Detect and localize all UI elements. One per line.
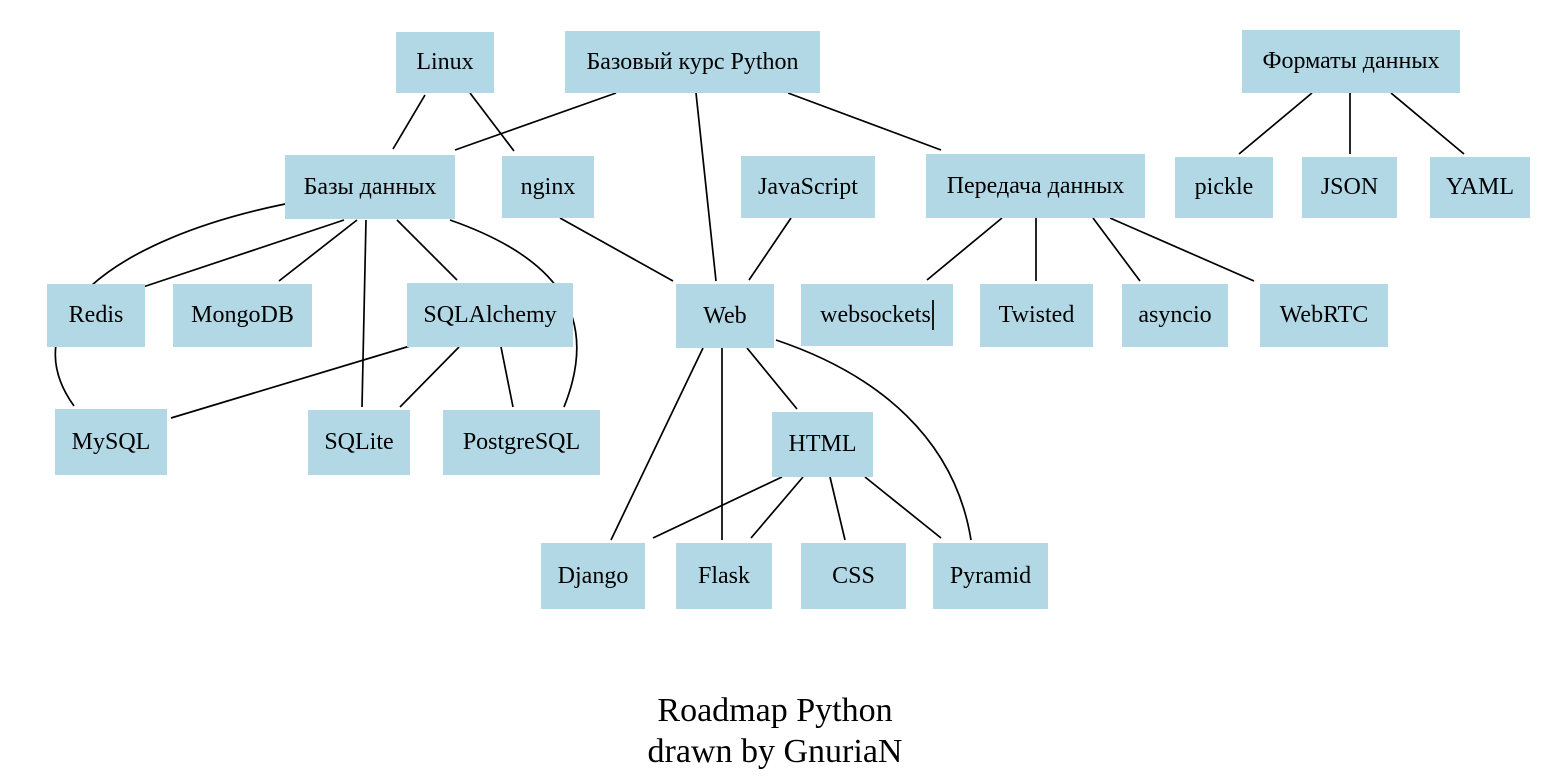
node-label-json: JSON bbox=[1320, 174, 1379, 200]
edge-sqlalchemy-mysql bbox=[170, 345, 411, 419]
edge-nginx-web bbox=[559, 217, 674, 282]
edge-databases-sqlalchemy bbox=[396, 219, 458, 281]
node-label-python-course: Базовый курс Python bbox=[586, 48, 799, 75]
edge-data-formats-yaml bbox=[1390, 92, 1465, 155]
node-nginx[interactable]: nginx bbox=[502, 156, 594, 218]
caption-author: drawn by GnuriaN bbox=[647, 733, 903, 770]
node-label-postgresql: PostgreSQL bbox=[462, 429, 581, 455]
node-css[interactable]: CSS bbox=[801, 543, 906, 609]
edge-data-transfer-webrtc bbox=[1109, 217, 1255, 282]
node-html[interactable]: HTML bbox=[772, 412, 873, 477]
node-label-nginx: nginx bbox=[520, 173, 576, 200]
node-label-web: Web bbox=[703, 302, 747, 329]
node-yaml[interactable]: YAML bbox=[1430, 157, 1530, 218]
edge-data-formats-pickle bbox=[1238, 92, 1313, 155]
edge-databases-mongodb bbox=[278, 219, 358, 282]
node-label-django: Django bbox=[557, 562, 629, 589]
edge-sqlalchemy-postgresql bbox=[500, 346, 514, 408]
edge-javascript-web bbox=[748, 217, 792, 281]
node-postgresql[interactable]: PostgreSQL bbox=[443, 410, 600, 475]
node-javascript[interactable]: JavaScript bbox=[741, 156, 875, 218]
node-label-redis: Redis bbox=[68, 302, 124, 328]
node-twisted[interactable]: Twisted bbox=[980, 284, 1093, 347]
edge-web-pyramid bbox=[775, 339, 972, 541]
node-sqlite[interactable]: SQLite bbox=[308, 410, 410, 475]
node-webrtc[interactable]: WebRTC bbox=[1260, 284, 1388, 347]
node-label-sqlalchemy: SQLAlchemy bbox=[423, 301, 557, 328]
caption: Roadmap Python drawn by GnuriaN bbox=[500, 690, 1050, 772]
node-label-pickle: pickle bbox=[1194, 174, 1254, 200]
edge-html-css bbox=[829, 476, 846, 541]
node-pyramid[interactable]: Pyramid bbox=[933, 543, 1048, 609]
node-label-data-formats: Форматы данных bbox=[1262, 48, 1440, 74]
node-mongodb[interactable]: MongoDB bbox=[173, 284, 312, 347]
node-mysql[interactable]: MySQL bbox=[55, 409, 167, 475]
text-cursor bbox=[931, 300, 934, 330]
edge-data-transfer-asyncio bbox=[1092, 217, 1141, 282]
node-web[interactable]: Web bbox=[676, 284, 774, 348]
edge-html-django bbox=[652, 476, 783, 539]
node-sqlalchemy[interactable]: SQLAlchemy bbox=[407, 283, 573, 347]
edge-html-pyramid bbox=[864, 476, 942, 539]
node-json[interactable]: JSON bbox=[1302, 157, 1397, 218]
node-linux[interactable]: Linux bbox=[396, 32, 494, 93]
edge-linux-databases bbox=[392, 94, 426, 150]
node-label-sqlite: SQLite bbox=[324, 429, 394, 455]
node-python-course[interactable]: Базовый курс Python bbox=[565, 31, 820, 93]
edge-html-flask bbox=[750, 476, 804, 539]
node-label-websockets: websockets bbox=[820, 301, 931, 328]
node-label-mysql: MySQL bbox=[71, 428, 151, 455]
node-label-webrtc: WebRTC bbox=[1279, 302, 1369, 328]
node-websockets[interactable]: websockets bbox=[801, 284, 953, 346]
edge-data-transfer-websockets bbox=[926, 217, 1003, 281]
node-pickle[interactable]: pickle bbox=[1175, 157, 1273, 218]
caption-title: Roadmap Python bbox=[657, 692, 893, 729]
node-label-javascript: JavaScript bbox=[758, 173, 858, 200]
edge-web-django bbox=[610, 347, 704, 541]
node-label-flask: Flask bbox=[697, 562, 750, 589]
node-label-css: CSS bbox=[832, 562, 875, 589]
edge-linux-nginx bbox=[469, 92, 515, 152]
node-data-transfer[interactable]: Передача данных bbox=[926, 154, 1145, 218]
node-asyncio[interactable]: asyncio bbox=[1122, 284, 1228, 347]
node-label-linux: Linux bbox=[416, 49, 474, 75]
node-data-formats[interactable]: Форматы данных bbox=[1242, 30, 1460, 93]
node-label-mongodb: MongoDB bbox=[191, 302, 294, 328]
edge-sqlalchemy-sqlite bbox=[399, 346, 460, 408]
node-redis[interactable]: Redis bbox=[47, 284, 145, 347]
node-label-html: HTML bbox=[788, 431, 857, 457]
node-flask[interactable]: Flask bbox=[676, 543, 772, 609]
edge-databases-redis bbox=[139, 219, 345, 289]
edge-python-course-data-transfer bbox=[787, 92, 942, 151]
node-label-yaml: YAML bbox=[1445, 174, 1514, 200]
node-django[interactable]: Django bbox=[541, 543, 645, 609]
edge-databases-sqlite bbox=[361, 219, 367, 408]
edge-python-course-databases bbox=[454, 92, 617, 151]
node-label-data-transfer: Передача данных bbox=[946, 172, 1125, 199]
node-label-asyncio: asyncio bbox=[1138, 302, 1212, 328]
node-label-pyramid: Pyramid bbox=[949, 562, 1032, 589]
node-label-databases: Базы данных bbox=[303, 173, 437, 200]
node-label-twisted: Twisted bbox=[998, 302, 1075, 328]
node-databases[interactable]: Базы данных bbox=[285, 155, 455, 219]
edge-python-course-web bbox=[695, 92, 717, 282]
edge-web-html bbox=[746, 347, 798, 410]
